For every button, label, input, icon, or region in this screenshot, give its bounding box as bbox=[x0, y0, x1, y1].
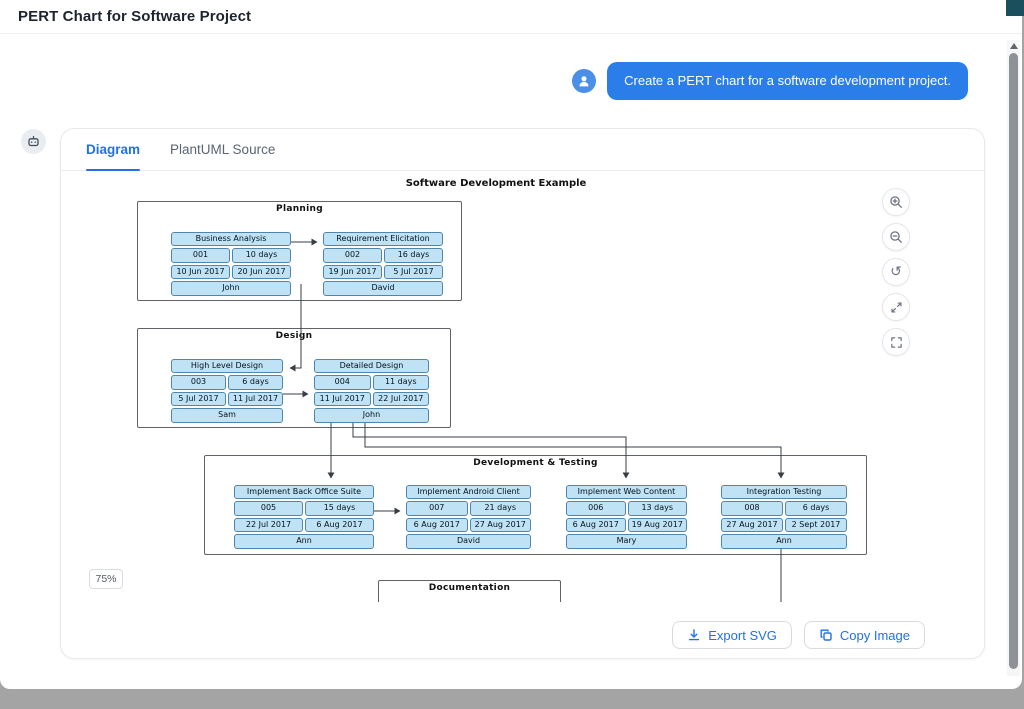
task-start: 19 Jun 2017 bbox=[323, 264, 382, 280]
tab-bar: Diagram PlantUML Source bbox=[61, 129, 984, 171]
task-id: 008 bbox=[721, 501, 783, 516]
zoom-out-icon bbox=[890, 231, 902, 243]
copy-icon bbox=[820, 629, 832, 641]
task-resource: Mary bbox=[566, 534, 687, 549]
expand-view-button[interactable] bbox=[882, 293, 910, 321]
task-duration: 21 days bbox=[469, 501, 531, 516]
task-end: 2 Sept 2017 bbox=[785, 517, 847, 533]
task-name: High Level Design bbox=[171, 359, 283, 374]
user-message-bubble: Create a PERT chart for a software devel… bbox=[607, 62, 968, 100]
task-id: 004 bbox=[314, 375, 371, 390]
export-svg-button[interactable]: Export SVG bbox=[672, 621, 792, 649]
group-label: Planning bbox=[276, 204, 323, 214]
tab-plantuml-source[interactable]: PlantUML Source bbox=[170, 142, 276, 157]
task-node-005: Implement Back Office Suite 005 15 days … bbox=[234, 485, 374, 549]
task-name: Detailed Design bbox=[314, 359, 429, 374]
task-resource: David bbox=[323, 281, 443, 296]
task-resource: John bbox=[314, 408, 429, 423]
task-id: 002 bbox=[323, 248, 382, 263]
diagram-card: Diagram PlantUML Source Software Develop… bbox=[60, 128, 985, 659]
task-start: 5 Jul 2017 bbox=[171, 391, 226, 407]
copy-image-label: Copy Image bbox=[839, 627, 910, 643]
task-name: Integration Testing bbox=[721, 485, 847, 500]
task-end: 11 Jul 2017 bbox=[228, 391, 283, 407]
task-id: 005 bbox=[234, 501, 303, 516]
download-icon bbox=[689, 629, 700, 641]
task-node-002: Requirement Elicitation 002 16 days 19 J… bbox=[323, 232, 443, 296]
fit-view-button[interactable] bbox=[882, 328, 910, 356]
task-resource: David bbox=[406, 534, 531, 549]
task-start: 6 Aug 2017 bbox=[566, 517, 626, 533]
group-documentation: Documentation bbox=[378, 580, 561, 602]
task-duration: 16 days bbox=[384, 248, 443, 263]
task-id: 003 bbox=[171, 375, 226, 390]
task-id: 001 bbox=[171, 248, 230, 263]
task-duration: 6 days bbox=[785, 501, 847, 516]
export-svg-label: Export SVG bbox=[708, 627, 777, 643]
assistant-avatar bbox=[21, 129, 46, 154]
task-node-007: Implement Android Client 007 21 days 6 A… bbox=[406, 485, 531, 549]
corner-accent bbox=[1006, 0, 1024, 16]
task-node-006: Implement Web Content 006 13 days 6 Aug … bbox=[566, 485, 687, 549]
task-start: 27 Aug 2017 bbox=[721, 517, 783, 533]
task-duration: 15 days bbox=[305, 501, 374, 516]
reset-icon: ↺ bbox=[890, 264, 902, 280]
task-node-001: Business Analysis 001 10 days 10 Jun 201… bbox=[171, 232, 291, 296]
task-duration: 6 days bbox=[228, 375, 283, 390]
copy-image-button[interactable]: Copy Image bbox=[803, 621, 925, 649]
group-label: Documentation bbox=[428, 583, 511, 593]
task-name: Requirement Elicitation bbox=[323, 232, 443, 247]
page-title: PERT Chart for Software Project bbox=[18, 8, 252, 25]
task-duration: 10 days bbox=[232, 248, 291, 263]
task-resource: Ann bbox=[234, 534, 374, 549]
diagram-title: Software Development Example bbox=[405, 178, 587, 189]
task-node-004: Detailed Design 004 11 days 11 Jul 2017 … bbox=[314, 359, 429, 423]
scroll-up-arrow-icon[interactable] bbox=[1010, 43, 1018, 49]
task-end: 5 Jul 2017 bbox=[384, 264, 443, 280]
task-end: 20 Jun 2017 bbox=[232, 264, 291, 280]
group-label: Development & Testing bbox=[473, 458, 598, 468]
task-start: 22 Jul 2017 bbox=[234, 517, 303, 533]
task-resource: John bbox=[171, 281, 291, 296]
robot-icon bbox=[28, 136, 39, 147]
task-resource: Sam bbox=[171, 408, 283, 423]
user-message-row: Create a PERT chart for a software devel… bbox=[572, 62, 968, 100]
user-icon bbox=[579, 76, 589, 87]
scrollbar-thumb[interactable] bbox=[1009, 53, 1018, 669]
task-name: Implement Android Client bbox=[406, 485, 531, 500]
task-id: 007 bbox=[406, 501, 468, 516]
task-node-008: Integration Testing 008 6 days 27 Aug 20… bbox=[721, 485, 847, 549]
tab-diagram[interactable]: Diagram bbox=[86, 129, 141, 171]
task-end: 6 Aug 2017 bbox=[305, 517, 374, 533]
task-node-003: High Level Design 003 6 days 5 Jul 2017 … bbox=[171, 359, 283, 423]
task-start: 11 Jul 2017 bbox=[314, 391, 371, 407]
fit-view-icon bbox=[890, 336, 902, 348]
task-name: Business Analysis bbox=[171, 232, 291, 247]
task-name: Implement Back Office Suite bbox=[234, 485, 374, 500]
task-start: 10 Jun 2017 bbox=[171, 264, 230, 280]
task-start: 6 Aug 2017 bbox=[406, 517, 468, 533]
zoom-controls: ↺ bbox=[882, 188, 910, 356]
zoom-level-badge: 75% bbox=[89, 569, 123, 589]
reset-view-button[interactable]: ↺ bbox=[882, 258, 910, 286]
task-end: 22 Jul 2017 bbox=[372, 391, 429, 407]
group-label: Design bbox=[275, 331, 313, 341]
task-id: 006 bbox=[566, 501, 626, 516]
zoom-in-button[interactable] bbox=[882, 188, 910, 216]
diagram-viewport[interactable]: Software Development Example Planning De… bbox=[74, 172, 973, 602]
task-duration: 13 days bbox=[627, 501, 687, 516]
task-end: 27 Aug 2017 bbox=[469, 517, 531, 533]
app-window: PERT Chart for Software Project Create a… bbox=[0, 0, 1022, 689]
zoom-in-icon bbox=[890, 196, 902, 208]
task-name: Implement Web Content bbox=[566, 485, 687, 500]
app-header: PERT Chart for Software Project bbox=[0, 0, 1022, 34]
user-avatar bbox=[572, 69, 597, 93]
task-duration: 11 days bbox=[372, 375, 429, 390]
expand-icon bbox=[890, 301, 902, 313]
task-resource: Ann bbox=[721, 534, 847, 549]
footer-actions: Export SVG Copy Image bbox=[672, 621, 925, 649]
task-end: 19 Aug 2017 bbox=[627, 517, 687, 533]
zoom-out-button[interactable] bbox=[882, 223, 910, 251]
